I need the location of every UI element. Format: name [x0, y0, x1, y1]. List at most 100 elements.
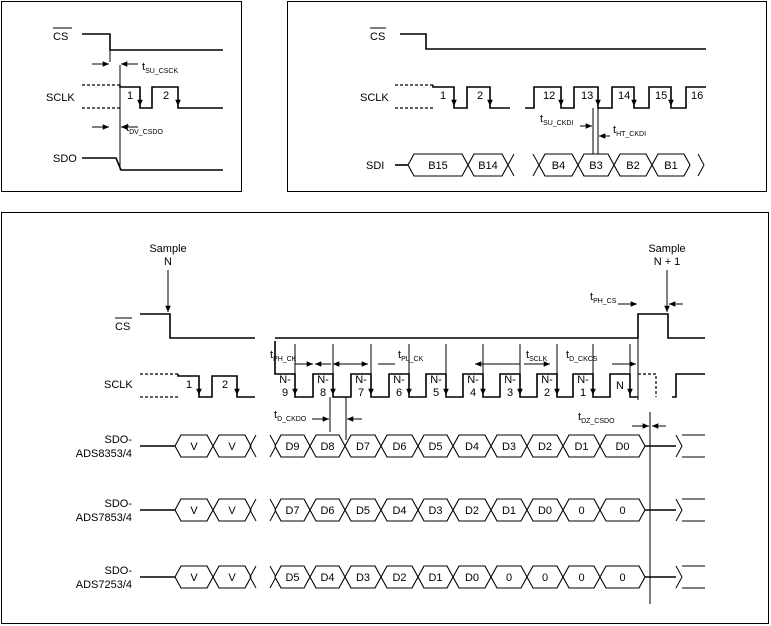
sdo-row-1-lead-bit-1-label: V — [190, 441, 198, 453]
clock-number-end-3-line2: 7 — [358, 387, 364, 399]
sample-n-line2: N — [164, 256, 172, 268]
sdo-row-2-lead-bit-1-label: V — [190, 505, 198, 517]
cs-waveform-2 — [400, 33, 706, 50]
sdo-row-2-name1: SDO- — [105, 498, 133, 510]
sclk-waveform — [119, 85, 223, 109]
sdo-row-3-lead-bit-2-label: V — [228, 572, 236, 584]
panel-full-frame: Sample N Sample N + 1 CS tPH_CS SCLK N-9… — [1, 212, 769, 624]
clock-number-end-7-line2: 3 — [507, 387, 513, 399]
sdo-row-2-bit-3-label: D5 — [356, 505, 370, 517]
panel-cs-to-sclk: CS SCLK 1 2 tSU_CSCK tDV_CSDO SDO — [1, 1, 242, 192]
sdo-row-3-bit-9-label: 0 — [578, 572, 584, 584]
sample-n1-line1: Sample — [648, 243, 685, 255]
sclk-label: SCLK — [46, 92, 75, 104]
cs-waveform-3a — [140, 313, 255, 339]
sdo-row-1-bit-9-label: D1 — [574, 441, 588, 453]
clock-number-1c: 1 — [186, 379, 192, 391]
sdo-row-1-lead-bit-2 — [212, 434, 252, 458]
sdi-label: SDI — [366, 160, 384, 172]
sdo-row-2-next-frame — [682, 498, 705, 522]
t-pl-ck-label: tPL_CK — [398, 349, 424, 363]
sdi-bit-b1 — [651, 153, 691, 177]
sdo-row-2-bit-5-label: D3 — [428, 505, 442, 517]
sdo-row-3-bit-1-label: D5 — [285, 572, 299, 584]
clock-number-end-1-line2: 9 — [282, 387, 288, 399]
clock-number-end-2-line2: 8 — [320, 387, 326, 399]
sdo-row-1-bit-6-label: D4 — [465, 441, 479, 453]
sdo-row-1-bit-4-label: D6 — [392, 441, 406, 453]
sclk-waveform-3c — [672, 373, 705, 398]
sdo-row-3-break-end — [675, 565, 683, 589]
clock-number-end-8-line1: N- — [541, 374, 553, 386]
clock-number-end-5-line1: N- — [430, 374, 442, 386]
sdo-row-1-bit-10-label: D0 — [615, 441, 629, 453]
sdi-bit-b4-label: B4 — [552, 160, 565, 172]
sclk-idle-dashed-3 — [140, 373, 178, 398]
sdi-break-left — [507, 153, 515, 177]
sdo-row-2-bit-7-label: D1 — [502, 505, 516, 517]
t-su-ckdi-label: tSU_CKDI — [540, 113, 573, 127]
clock-number-end-7-line1: N- — [504, 374, 516, 386]
clock-number-15: 15 — [655, 90, 667, 102]
sdo-row-2-bit-9-label: 0 — [578, 505, 584, 517]
clock-number-2b: 2 — [477, 90, 483, 102]
clock-number-end-2-line1: N- — [317, 374, 329, 386]
sdo-row-1-name1: SDO- — [105, 434, 133, 446]
t-ph-cs-label: tPH_CS — [590, 291, 617, 305]
t-ht-ckdi-label: tHT_CKDI — [613, 124, 646, 138]
clock-number-14: 14 — [618, 90, 630, 102]
sdo-row-1-bit-8-label: D2 — [538, 441, 552, 453]
clock-number-end-3-line1: N- — [355, 374, 367, 386]
sclk-clock-train: N-9N-8N-7N-6N-5N-4N-3N-2N-1N — [274, 341, 638, 399]
clock-number-2c: 2 — [222, 379, 228, 391]
t-sclk-label: tSCLK — [526, 349, 548, 363]
sclk-label-3: SCLK — [104, 379, 133, 391]
sclk-idle-dashed-2 — [395, 84, 433, 109]
sample-n-line1: Sample — [149, 243, 186, 255]
sdi-bit-b3-label: B3 — [589, 160, 602, 172]
sdo-row-2-bit-4-label: D4 — [392, 505, 406, 517]
sclk-label-2: SCLK — [360, 92, 389, 104]
sdi-break-right — [532, 153, 540, 177]
sdo-row-2-break-end — [675, 498, 683, 522]
sdo-row-3-bit-6-label: D0 — [465, 572, 479, 584]
sdo-row-1-bit-3-label: D7 — [356, 441, 370, 453]
clock-number-end-1-line1: N- — [279, 374, 291, 386]
cs-waveform-3b — [275, 313, 705, 339]
sdo-row-2-bit-6-label: D2 — [465, 505, 479, 517]
sdo-row-3-bit-3-label: D3 — [356, 572, 370, 584]
clock-number-2: 2 — [163, 90, 169, 102]
sdo-row-3-bit-2-label: D4 — [320, 572, 334, 584]
sdo-row-3-break-left — [249, 565, 257, 589]
cs-waveform — [82, 33, 223, 51]
sdo-waveform — [82, 157, 223, 171]
sdo-row-2-lead-bit-2 — [212, 498, 252, 522]
clock-number-16: 16 — [691, 90, 703, 102]
panel-1-frame — [1, 1, 242, 192]
sdo-row-2-break-left — [249, 498, 257, 522]
cs-label-3: CS — [115, 321, 130, 333]
sdo-row-3-bit-5-label: D1 — [428, 572, 442, 584]
clock-number-end-9-line1: N- — [577, 374, 589, 386]
sclk-trailing-dashed — [638, 373, 657, 397]
sdi-bit-b15-label: B15 — [428, 160, 448, 172]
clock-number-1b: 1 — [440, 90, 446, 102]
sdo-row-3-bit-8-label: 0 — [542, 572, 548, 584]
clock-number-end-5-line2: 5 — [433, 387, 439, 399]
sdo-row-2-name2: ADS7853/4 — [76, 512, 132, 524]
sdo-row-2-bit-2-label: D6 — [320, 505, 334, 517]
sdo-row-1-bit-7-label: D3 — [502, 441, 516, 453]
panel-3-frame — [1, 212, 769, 624]
sample-n1-line2: N + 1 — [654, 256, 681, 268]
cs-label: CS — [53, 31, 68, 43]
t-d-ckdo-label: tD_CKDO — [274, 409, 307, 423]
clock-number-end-6-line2: 4 — [470, 387, 476, 399]
sdi-bit-b1-label: B1 — [664, 160, 677, 172]
sdo-row-2-lead-bit-2-label: V — [228, 505, 236, 517]
